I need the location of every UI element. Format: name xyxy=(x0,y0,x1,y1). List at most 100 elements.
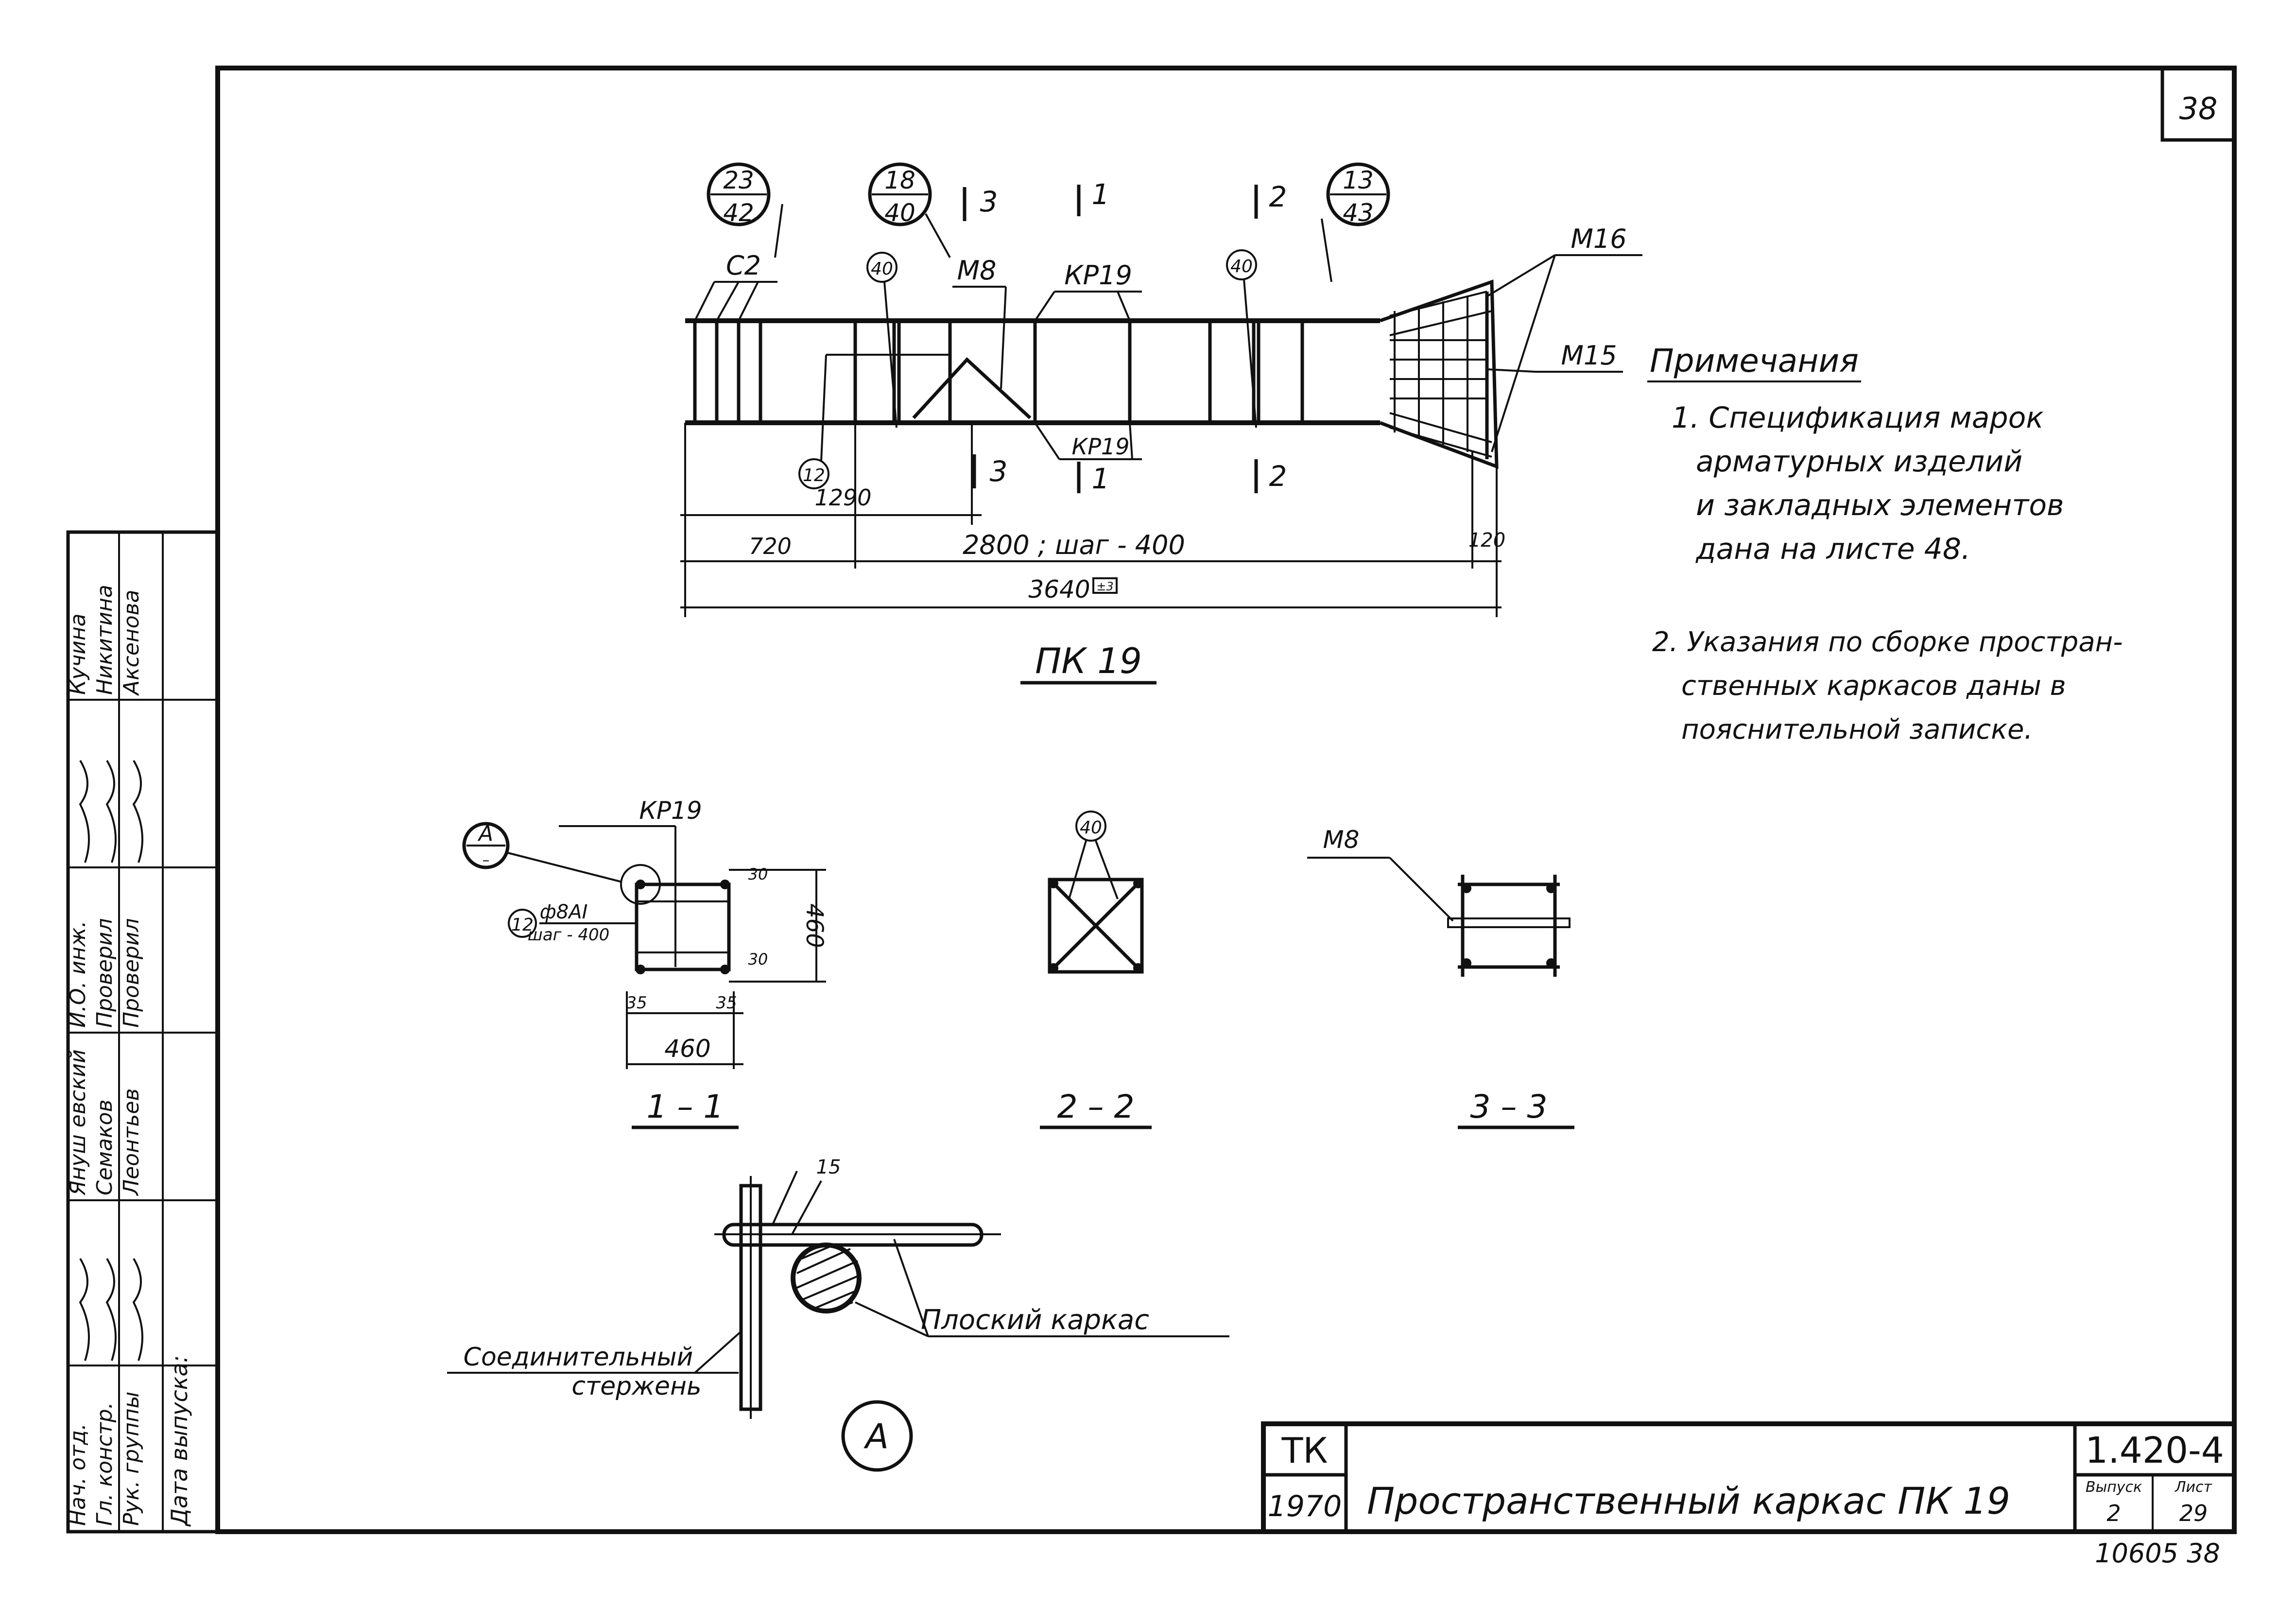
svg-text:1: 1 xyxy=(1092,462,1110,495)
signature-1 xyxy=(79,1258,90,1361)
notes-heading: Примечания xyxy=(1650,342,1859,380)
embedded-plate-grid xyxy=(1390,292,1489,459)
signature-5 xyxy=(105,760,117,863)
year-label: 1970 xyxy=(1268,1489,1342,1523)
svg-text:ф8АI: ф8АI xyxy=(540,901,588,923)
svg-text:И.О. инж.: И.О. инж. xyxy=(66,921,90,1028)
svg-text:460: 460 xyxy=(664,1035,710,1063)
svg-text:Выпуск: Выпуск xyxy=(2086,1479,2142,1496)
svg-text:М8: М8 xyxy=(1323,826,1360,854)
connecting-rod-label-1: Соединительный xyxy=(464,1343,693,1372)
svg-text:Леонтьев: Леонтьев xyxy=(119,1089,144,1196)
svg-text:13: 13 xyxy=(1343,166,1374,194)
note-line: ственных каркасов даны в xyxy=(1681,670,2066,702)
svg-text:23: 23 xyxy=(723,166,754,194)
dim-tolerance: ±3 xyxy=(1096,580,1113,593)
svg-text:Лист: Лист xyxy=(2175,1479,2213,1496)
main-frame-drawing: 23 42 18 40 13 43 40 40 xyxy=(680,162,1642,685)
section-2-2: 40 2 – 2 xyxy=(1040,811,1152,1129)
svg-text:2: 2 xyxy=(1269,180,1287,213)
svg-text:40: 40 xyxy=(871,259,893,279)
title-block: ТК 1970 Пространственный каркас ПК 19 1.… xyxy=(1261,1421,2237,1569)
tapered-end xyxy=(1379,279,1499,469)
sheet-frame xyxy=(215,66,2237,1534)
series-number: 1.420-4 xyxy=(2085,1430,2224,1471)
svg-text:А: А xyxy=(863,1417,889,1456)
connecting-rod-label-2: стержень xyxy=(571,1372,701,1401)
svg-text:Семаков: Семаков xyxy=(92,1100,117,1195)
pos-40-right: 40 xyxy=(1226,249,1257,428)
callout-18-40: 18 40 xyxy=(868,162,951,258)
svg-text:2: 2 xyxy=(2106,1500,2121,1526)
pos-12: 12 xyxy=(798,354,855,489)
svg-text:30: 30 xyxy=(748,950,768,968)
svg-text:42: 42 xyxy=(723,199,754,227)
dim-1290: 1290 xyxy=(814,484,871,511)
dim-120: 120 xyxy=(1468,529,1505,552)
dimensions: 1290 720 2800 ; шаг - 400 120 3640 ±3 xyxy=(680,423,1505,617)
svg-text:Кучина: Кучина xyxy=(66,613,90,695)
svg-text:43: 43 xyxy=(1343,199,1374,227)
svg-text:Януш евский: Януш евский xyxy=(66,1049,90,1196)
section-3-3-title: 3 – 3 xyxy=(1470,1088,1548,1125)
svg-text:18: 18 xyxy=(884,166,915,194)
svg-text:шаг - 400: шаг - 400 xyxy=(528,925,610,945)
svg-text:Проверил: Проверил xyxy=(92,918,117,1028)
svg-text:3: 3 xyxy=(980,185,998,218)
kr19-label: КР19 xyxy=(639,796,702,825)
drawing-title: Пространственный каркас ПК 19 xyxy=(1367,1479,2010,1522)
svg-text:Аксенова: Аксенова xyxy=(119,589,144,696)
note-line: дана на листе 48. xyxy=(1695,532,1970,566)
signature-4 xyxy=(79,760,90,863)
signature-3 xyxy=(132,1258,143,1361)
svg-text:12: 12 xyxy=(803,466,825,485)
svg-text:А: А xyxy=(477,821,493,846)
signature-6 xyxy=(132,760,143,863)
pos-40-left: 40 xyxy=(866,252,898,428)
m16-label: М16 xyxy=(1571,224,1626,254)
svg-text:40: 40 xyxy=(1080,818,1102,838)
svg-text:Гл. констр.: Гл. констр. xyxy=(92,1402,117,1526)
cross-section-bar xyxy=(791,1243,862,1313)
svg-text:Никитина: Никитина xyxy=(92,585,117,695)
pk19-title: ПК 19 xyxy=(1035,640,1142,681)
detail-a-marker xyxy=(841,1400,913,1472)
section-1-1-title: 1 – 1 xyxy=(647,1088,724,1125)
c2-label: С2 xyxy=(726,250,761,281)
detail-a: 15 Плоский каркас Соединительный стержен… xyxy=(447,1156,1229,1472)
note-line: арматурных изделий xyxy=(1696,445,2022,479)
c2-frames xyxy=(693,321,762,423)
release-date: Дата выпуска: xyxy=(166,1355,192,1527)
note-line: 1. Спецификация марок xyxy=(1672,401,2044,435)
kr19-top-label: КР19 xyxy=(1064,260,1132,291)
svg-text:460: 460 xyxy=(801,903,828,948)
svg-text:30: 30 xyxy=(748,865,768,883)
section-3-3: М8 3 – 3 xyxy=(1307,826,1574,1129)
svg-text:12: 12 xyxy=(511,915,534,935)
signature-2 xyxy=(105,1258,117,1361)
section-2-2-title: 2 – 2 xyxy=(1057,1088,1135,1125)
kr19-bottom-label: КР19 xyxy=(1072,433,1130,460)
page-number-box: 38 xyxy=(2160,68,2234,142)
dim-2800: 2800 ; шаг - 400 xyxy=(963,530,1185,560)
svg-text:29: 29 xyxy=(2179,1500,2208,1526)
svg-text:Проверил: Проверил xyxy=(119,918,144,1028)
m8-chevron xyxy=(912,357,1032,419)
notes: Примечания 1. Спецификация марок арматур… xyxy=(1647,342,2123,745)
note-line: 2. Указания по сборке простран- xyxy=(1652,626,2123,658)
callout-13-43: 13 43 xyxy=(1321,162,1390,282)
dim-720: 720 xyxy=(749,533,792,559)
m8-label: М8 xyxy=(957,255,997,286)
tk-label: ТК xyxy=(1281,1430,1328,1471)
callout-23-42: 23 42 xyxy=(707,162,783,258)
dim-3640: 3640 xyxy=(1028,575,1090,604)
node-a-marker xyxy=(462,822,510,869)
section-markers: 3 3 1 1 2 2 xyxy=(963,178,1287,495)
svg-text:35: 35 xyxy=(716,993,737,1013)
note-line: и закладных элементов xyxy=(1696,488,2064,522)
archive-number: 10605 38 xyxy=(2095,1538,2220,1569)
svg-text:2: 2 xyxy=(1269,460,1287,493)
svg-text:40: 40 xyxy=(1230,257,1253,276)
m15-label: М15 xyxy=(1561,340,1617,371)
svg-text:Рук. группы: Рук. группы xyxy=(119,1392,144,1526)
